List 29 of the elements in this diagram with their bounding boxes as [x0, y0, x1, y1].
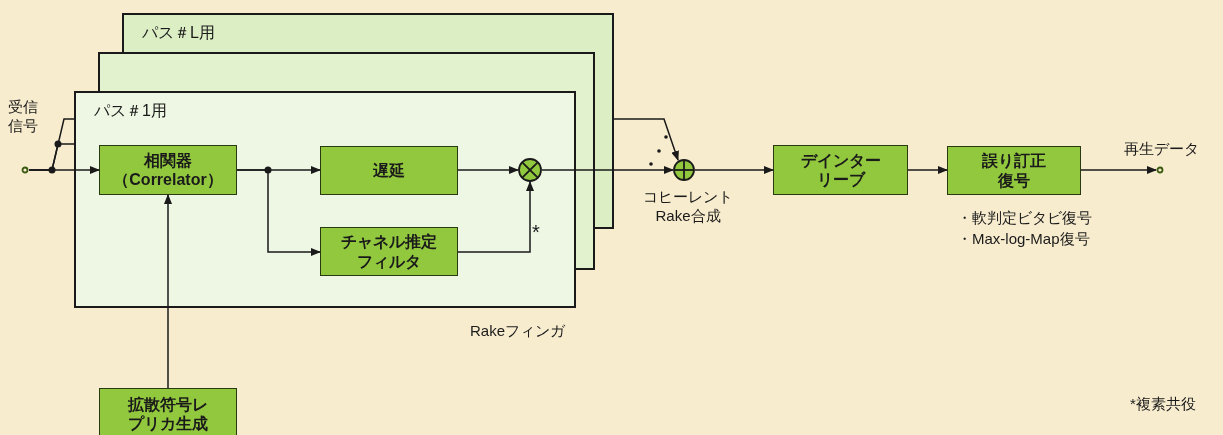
node-caption: Rakeフィンガ — [470, 322, 567, 341]
arrow — [1080, 166, 1157, 174]
process-box: チャネル推定フィルタ — [320, 227, 458, 276]
arrow — [457, 181, 534, 253]
process-box: 拡散符号レプリカ生成 — [99, 388, 237, 435]
node-caption: ・Max-log-Map復号 — [957, 230, 1091, 249]
stacked-panel — [98, 52, 595, 91]
node-caption: 受信信号 — [8, 98, 39, 136]
arrow — [541, 166, 674, 174]
panel-title: パス＃1用 — [94, 101, 167, 121]
arrow — [164, 194, 172, 389]
panel-title: パス＃L用 — [142, 23, 215, 43]
arrow — [613, 118, 679, 161]
arrow — [457, 166, 519, 174]
arrow — [236, 169, 321, 256]
connector-line — [28, 118, 75, 171]
process-box: 誤り訂正復号 — [947, 146, 1081, 195]
process-box: デインターリーブ — [773, 145, 908, 195]
node-caption: コヒーレント Rake合成 — [642, 188, 734, 226]
process-box: 遅延 — [320, 146, 458, 195]
node-caption: 再生データ — [1124, 140, 1200, 159]
arrow — [907, 166, 948, 174]
asterisk-note: * — [532, 220, 540, 245]
process-box: 相関器（Correlator） — [99, 145, 237, 195]
node-caption: ・軟判定ビタビ復号 — [957, 209, 1093, 228]
stacked-panel — [122, 13, 614, 52]
finger-panel — [74, 91, 576, 308]
footnote: *複素共役 — [1130, 395, 1196, 414]
arrow — [694, 166, 774, 174]
